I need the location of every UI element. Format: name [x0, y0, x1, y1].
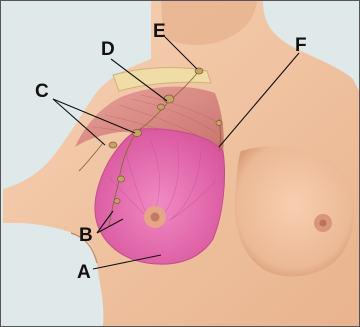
right-nipple	[320, 220, 327, 227]
label-b: B	[79, 225, 93, 246]
infraclavicular-node	[158, 104, 165, 110]
axillary-node	[114, 199, 120, 204]
axillary-node	[118, 176, 125, 182]
infraclavicular-node	[164, 95, 174, 103]
label-e: E	[153, 21, 166, 42]
label-a: A	[77, 262, 91, 283]
label-c: C	[35, 81, 49, 102]
label-f: F	[295, 35, 307, 56]
label-d: D	[101, 39, 115, 60]
internal-mammary-node	[216, 121, 222, 126]
left-nipple	[151, 213, 160, 222]
axillary-node	[109, 142, 117, 148]
